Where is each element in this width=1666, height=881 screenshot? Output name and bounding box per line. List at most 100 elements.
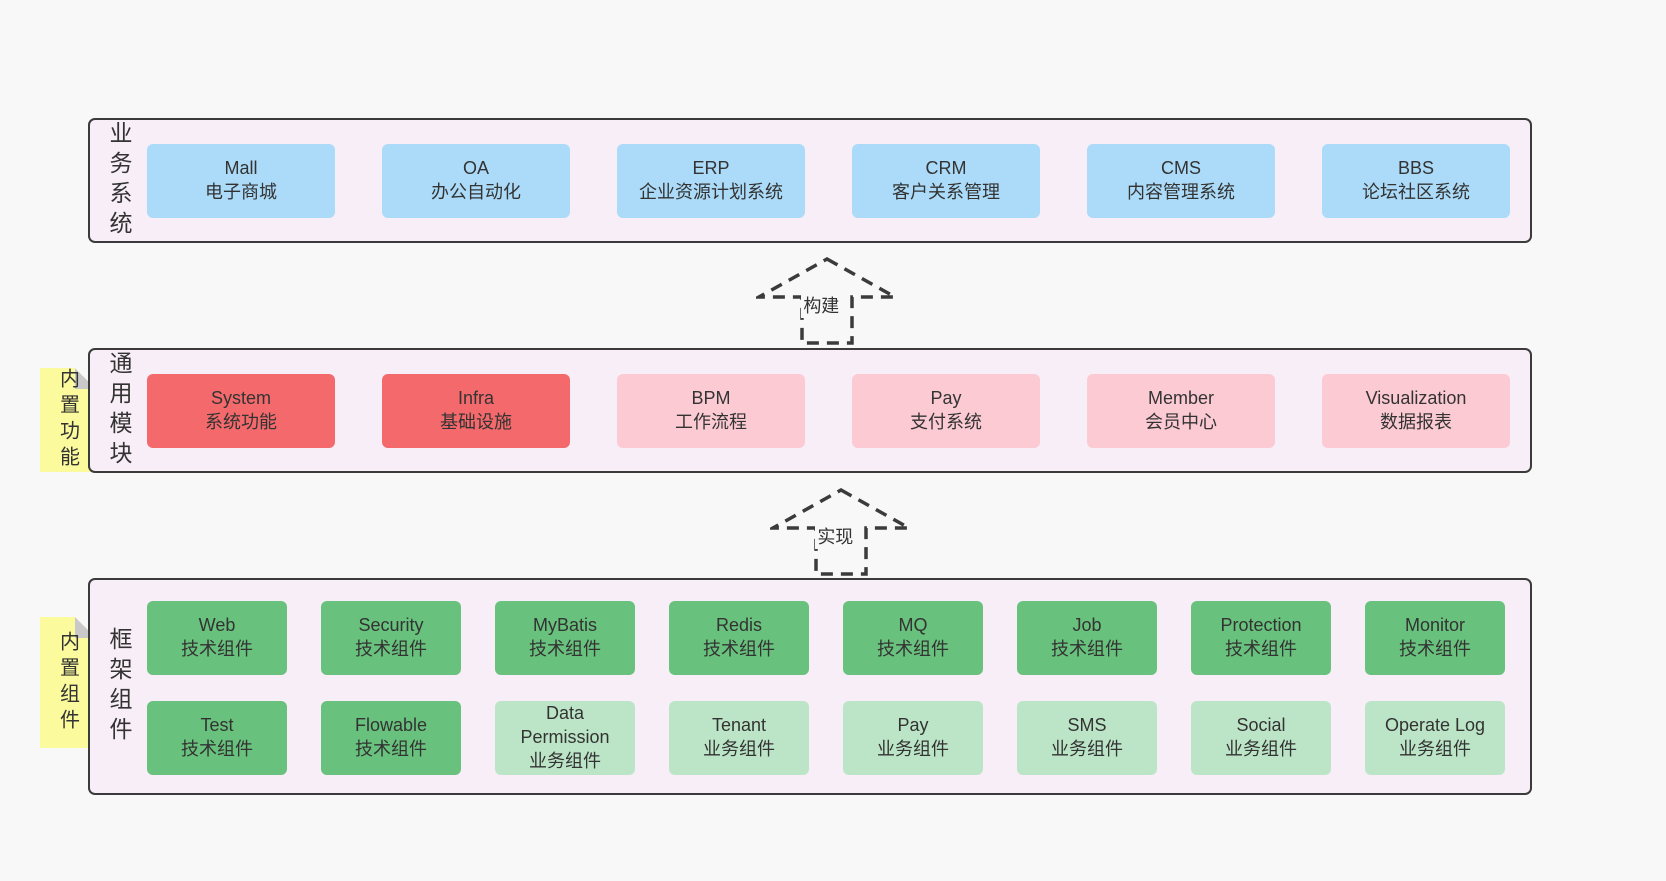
node-pay-biz: Pay 业务组件 (843, 701, 983, 775)
node-name: Job (1072, 615, 1102, 636)
node-desc: 业务组件 (1399, 739, 1471, 759)
node-operate-log: Operate Log 业务组件 (1365, 701, 1505, 775)
node-desc: 技术组件 (181, 639, 253, 659)
node-name: Tenant (711, 715, 767, 736)
sticky-label: 内置组件 (56, 630, 79, 735)
node-name: MQ (898, 615, 928, 636)
node-name: CMS (1161, 158, 1201, 179)
node-desc: 技术组件 (703, 639, 775, 659)
node-cms: CMS 内容管理系统 (1087, 144, 1275, 218)
node-desc: 电子商城 (205, 182, 277, 202)
node-desc: 会员中心 (1145, 412, 1217, 432)
node-desc: 技术组件 (355, 639, 427, 659)
node-name: Flowable (354, 715, 428, 736)
node-desc: 技术组件 (877, 639, 949, 659)
node-desc: 技术组件 (181, 739, 253, 759)
node-name: Data Permission (520, 703, 610, 748)
node-desc: 技术组件 (529, 639, 601, 659)
node-name: Protection (1220, 615, 1302, 636)
node-test: Test 技术组件 (147, 701, 287, 775)
node-desc: 技术组件 (1225, 639, 1297, 659)
node-web: Web 技术组件 (147, 601, 287, 675)
implement-arrow: 实现 (770, 487, 912, 577)
node-redis: Redis 技术组件 (669, 601, 809, 675)
node-name: CRM (925, 158, 967, 179)
up-arrow-icon (756, 256, 898, 345)
up-arrow-icon (770, 487, 912, 576)
node-row: Web 技术组件 Security 技术组件 MyBatis 技术组件 Redi… (147, 601, 1505, 675)
node-sms: SMS 业务组件 (1017, 701, 1157, 775)
node-name: BPM (691, 388, 731, 409)
node-mall: Mall 电子商城 (147, 144, 335, 218)
band-common-modules: 通用模块 System 系统功能 Infra 基础设施 BPM 工作流程 Pay… (88, 348, 1532, 473)
build-arrow: 构建 (756, 256, 898, 346)
node-tenant: Tenant 业务组件 (669, 701, 809, 775)
node-desc: 客户关系管理 (892, 182, 1000, 202)
node-desc: 业务组件 (1051, 739, 1123, 759)
arrow-label: 构建 (801, 291, 842, 318)
node-row: Mall 电子商城 OA 办公自动化 ERP 企业资源计划系统 CRM 客户关系… (147, 144, 1510, 218)
arrow-label: 实现 (815, 522, 856, 549)
node-desc: 技术组件 (1051, 639, 1123, 659)
node-member: Member 会员中心 (1087, 374, 1275, 448)
sticky-label: 内置功能 (56, 368, 79, 472)
node-desc: 数据报表 (1380, 412, 1452, 432)
node-row: Test 技术组件 Flowable 技术组件 Data Permission … (147, 701, 1505, 775)
node-name: Pay (897, 715, 929, 736)
node-desc: 支付系统 (910, 412, 982, 432)
node-desc: 企业资源计划系统 (639, 182, 783, 202)
node-name: OA (462, 158, 489, 179)
node-erp: ERP 企业资源计划系统 (617, 144, 805, 218)
node-pay: Pay 支付系统 (852, 374, 1040, 448)
node-desc: 内容管理系统 (1127, 182, 1235, 202)
node-social: Social 业务组件 (1191, 701, 1331, 775)
node-desc: 论坛社区系统 (1362, 182, 1470, 202)
node-flowable: Flowable 技术组件 (321, 701, 461, 775)
node-desc: 业务组件 (877, 739, 949, 759)
node-desc: 工作流程 (675, 412, 747, 432)
node-name: Pay (930, 388, 962, 409)
node-name: SMS (1067, 715, 1107, 736)
node-desc: 办公自动化 (431, 182, 521, 202)
node-mq: MQ 技术组件 (843, 601, 983, 675)
node-name: Visualization (1365, 388, 1467, 409)
node-name: Web (198, 615, 236, 636)
node-name: ERP (692, 158, 730, 179)
node-protection: Protection 技术组件 (1191, 601, 1331, 675)
node-name: BBS (1397, 158, 1435, 179)
node-desc: 技术组件 (1399, 639, 1471, 659)
node-data-permission: Data Permission 业务组件 (495, 701, 635, 775)
node-desc: 业务组件 (529, 750, 601, 771)
node-crm: CRM 客户关系管理 (852, 144, 1040, 218)
node-desc: 技术组件 (355, 739, 427, 759)
node-name: Infra (457, 388, 495, 409)
node-bbs: BBS 论坛社区系统 (1322, 144, 1510, 218)
band-label: 框架组件 (106, 626, 132, 747)
node-name: Member (1147, 388, 1214, 409)
sticky-note-built-in-functions: 内置功能 (40, 368, 96, 472)
node-system: System 系统功能 (147, 374, 335, 448)
node-bpm: BPM 工作流程 (617, 374, 805, 448)
band-framework-components: 框架组件 Web 技术组件 Security 技术组件 MyBatis 技术组件… (88, 578, 1532, 795)
node-desc: 业务组件 (703, 739, 775, 759)
node-name: Social (1236, 715, 1286, 736)
node-security: Security 技术组件 (321, 601, 461, 675)
node-name: MyBatis (532, 615, 597, 636)
node-name: Monitor (1404, 615, 1466, 636)
node-name: Security (358, 615, 424, 636)
node-visualization: Visualization 数据报表 (1322, 374, 1510, 448)
node-desc: 基础设施 (440, 412, 512, 432)
node-name: Operate Log (1384, 715, 1486, 736)
node-desc: 系统功能 (205, 412, 277, 432)
band-business-systems: 业务系统 Mall 电子商城 OA 办公自动化 ERP 企业资源计划系统 CRM… (88, 118, 1532, 243)
node-name: System (210, 388, 271, 409)
node-monitor: Monitor 技术组件 (1365, 601, 1505, 675)
band-label: 通用模块 (106, 350, 132, 471)
node-name: Redis (715, 615, 763, 636)
node-infra: Infra 基础设施 (382, 374, 570, 448)
node-oa: OA 办公自动化 (382, 144, 570, 218)
band-label: 业务系统 (106, 120, 132, 241)
node-name: Mall (224, 158, 258, 179)
node-job: Job 技术组件 (1017, 601, 1157, 675)
